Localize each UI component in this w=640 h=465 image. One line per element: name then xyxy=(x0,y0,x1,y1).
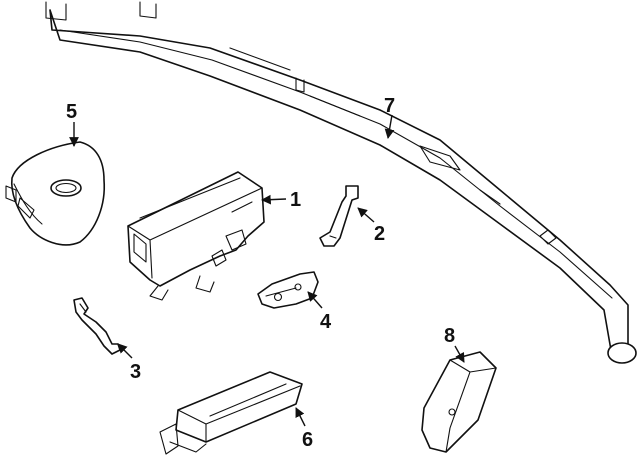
leader-3 xyxy=(117,343,133,359)
bracket-part[interactable] xyxy=(319,185,359,247)
callout-6: 6 xyxy=(302,429,313,451)
curtain-airbag-part[interactable] xyxy=(45,1,637,364)
callout-8: 8 xyxy=(444,325,455,347)
leader-6 xyxy=(295,407,306,427)
driver-airbag-part[interactable] xyxy=(5,141,106,246)
knee-airbag-part[interactable] xyxy=(159,371,303,455)
callout-2: 2 xyxy=(374,223,385,245)
side-airbag-part[interactable] xyxy=(421,351,497,453)
leader-4 xyxy=(307,291,323,309)
passenger-airbag-part[interactable] xyxy=(127,171,265,301)
leader-8 xyxy=(454,345,465,363)
callout-7: 7 xyxy=(384,95,395,117)
callout-labels: 1 2 3 4 5 6 7 8 xyxy=(66,95,455,451)
leader-7 xyxy=(384,114,395,139)
leader-1 xyxy=(261,194,287,205)
leader-lines xyxy=(69,114,465,427)
callout-3: 3 xyxy=(130,361,141,383)
callout-5: 5 xyxy=(66,101,77,123)
leader-2 xyxy=(357,207,375,223)
sensor-bracket-part[interactable] xyxy=(257,271,319,309)
callout-4: 4 xyxy=(320,311,332,333)
callout-1: 1 xyxy=(290,189,301,211)
impact-sensor-part[interactable] xyxy=(73,297,121,355)
